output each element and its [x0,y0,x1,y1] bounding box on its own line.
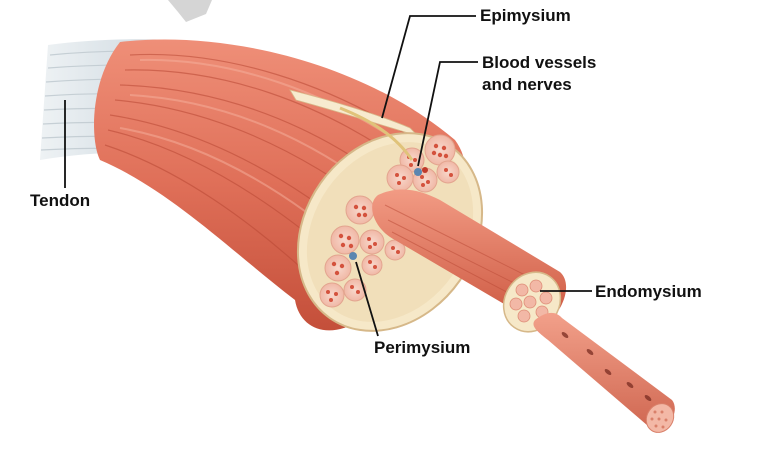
blood-vessels-label-line1: Blood vessels [482,52,596,74]
epimysium-label: Epimysium [480,5,571,27]
blood-vessels-label: Blood vessels and nerves [482,52,596,96]
tendon-label: Tendon [30,190,90,212]
muscle-fiber [533,313,679,438]
endomysium-label: Endomysium [595,281,702,303]
perimysium-label: Perimysium [374,337,470,359]
blood-vessels-label-line2: and nerves [482,74,596,96]
arrow-icon [168,0,212,22]
